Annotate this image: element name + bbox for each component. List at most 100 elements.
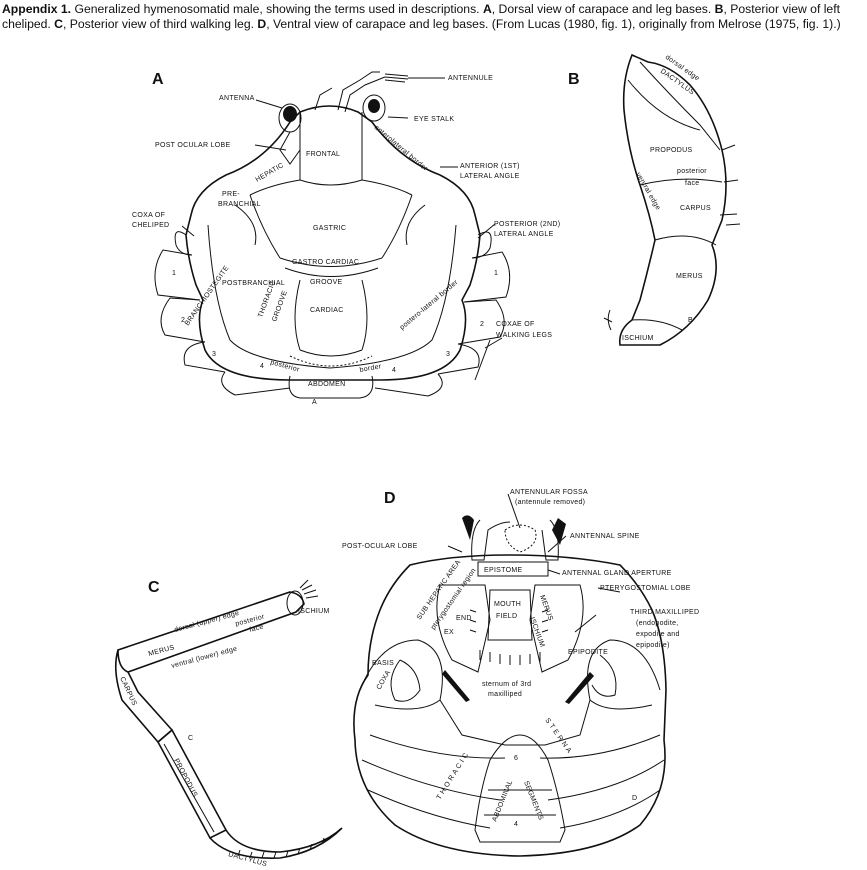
- left-antenna-icon: [462, 515, 474, 540]
- caption-text-1: Generalized hymenosomatid male, showing …: [71, 2, 483, 16]
- label-posterior-wall: posterior: [269, 359, 300, 374]
- figure-b-tag: B: [688, 317, 693, 324]
- label-coxae-of: COXAE OF: [496, 321, 535, 328]
- cheliped-coxa: [174, 231, 193, 256]
- label-d-pterygostomial-lobe: PTERYGOSTOMIAL LOBE: [600, 585, 691, 592]
- label-d-antennal-gland: ANTENNAL GLAND APERTURE: [562, 570, 672, 577]
- label-d-field: FIELD: [496, 613, 517, 620]
- label-d-basis: BASIS: [372, 660, 394, 667]
- label-d-expodite: expodite and: [636, 631, 680, 638]
- figure-a-tag: A: [312, 399, 317, 406]
- label-d-mouth: MOUTH: [494, 601, 521, 608]
- label-d-merus: MERUS: [538, 594, 554, 622]
- label-d-endopodite: (endopodite,: [636, 620, 679, 627]
- label-d-coxa: COXA: [376, 669, 393, 691]
- label-d-antennal-spine: ANNTENNAL SPINE: [570, 533, 640, 540]
- label-pre: PRE-: [222, 191, 240, 198]
- label-postero-lateral-border: postero-lateral border: [399, 279, 460, 332]
- label-c-ischium: ISCHIUM: [298, 608, 330, 615]
- label-antenna: ANTENNA: [219, 95, 255, 102]
- label-c-face: face: [249, 623, 265, 633]
- label-coxa-3-left: 3: [212, 351, 216, 358]
- caption-text-4: , Posterior view of third walking leg.: [62, 17, 258, 31]
- label-anterolateral-border: anterolateral border: [373, 124, 429, 173]
- label-d-segment-6: 6: [514, 755, 518, 762]
- label-d-third-maxilliped: THIRD MAXILLIPED: [630, 609, 699, 616]
- figure-c-tag: C: [188, 735, 193, 742]
- label-groove: GROOVE: [310, 279, 343, 286]
- merus-outline: [117, 591, 305, 673]
- label-coxa-1-left: 1: [172, 270, 176, 277]
- label-c-ventral-edge: ventral (lower) edge: [171, 646, 238, 670]
- carapace-outline: [185, 105, 481, 381]
- epistome-box: [477, 561, 549, 577]
- label-coxa-1-right: 1: [494, 270, 498, 277]
- label-d-maxilliped: maxilliped: [488, 691, 522, 698]
- panel-label-a: A: [152, 71, 164, 88]
- label-d-epistome: EPISTOME: [484, 567, 522, 574]
- figure-caption: Appendix 1. Generalized hymenosomatid ma…: [2, 2, 864, 32]
- label-b-merus: MERUS: [676, 273, 703, 280]
- label-d-abdominal: ABDOMINAL: [491, 779, 514, 822]
- label-coxa-2-right: 2: [480, 321, 484, 328]
- label-d-epipodite-paren: epipodite): [636, 642, 670, 649]
- label-b-face: face: [685, 180, 699, 187]
- label-d-epipodite: EPIPODITE: [568, 649, 608, 656]
- panel-label-b: B: [568, 71, 580, 88]
- label-coxa-4-right: 4: [392, 367, 396, 374]
- panel-label-c: C: [148, 579, 160, 596]
- label-d-ex: EX: [444, 629, 454, 636]
- abdomen-outline: [288, 375, 374, 399]
- panel-label-d: D: [384, 490, 396, 507]
- label-d-end: END: [456, 615, 472, 622]
- label-hepatic: HEPATIC: [255, 162, 286, 184]
- label-d-sternum: sternum of 3rd: [482, 681, 531, 688]
- figure-d-ventral-carapace: D ANTENNULAR FOSSA (antennule removed) A…: [342, 489, 699, 857]
- label-d-sterna: S T E R N A: [543, 717, 572, 754]
- label-eye-stalk: EYE STALK: [414, 116, 454, 123]
- label-b-propodus: PROPODUS: [650, 147, 692, 154]
- caption-text-3: , Posterior view of left cheliped.: [2, 2, 840, 31]
- label-d-post-ocular-lobe: POST-OCULAR LOBE: [342, 543, 418, 550]
- label-gastric: GASTRIC: [313, 225, 346, 232]
- label-lateral-angle-1: LATERAL ANGLE: [460, 173, 520, 180]
- label-b-ischium: ISCHIUM: [622, 335, 654, 342]
- label-lateral-angle-2: LATERAL ANGLE: [494, 231, 554, 238]
- figure-a-dorsal-carapace: A: [132, 71, 560, 406]
- label-posterior-2nd: POSTERIOR (2ND): [494, 221, 560, 228]
- cheliped-outline: [618, 53, 727, 346]
- label-gastro-cardiac: GASTRO CARDIAC: [292, 259, 359, 266]
- ventral-outline: [353, 554, 667, 857]
- left-eye-icon: [283, 106, 297, 122]
- figure-b-cheliped: B dorsal edge DACTYLUS PROPODUS posterio…: [568, 53, 741, 346]
- right-antenna-icon: [552, 518, 566, 545]
- label-coxa-4-left: 4: [260, 363, 264, 370]
- label-d-segment-4: 4: [514, 821, 518, 828]
- label-d-antennular-fossa: ANTENNULAR FOSSA: [510, 489, 588, 496]
- label-postbranchial: POSTBRANCHIAL: [222, 280, 285, 287]
- label-d-ischium: ISCHIUM: [528, 616, 545, 648]
- label-frontal: FRONTAL: [306, 151, 340, 158]
- label-coxa-2-left: 2: [181, 317, 185, 324]
- label-antennule: ANTENNULE: [448, 75, 493, 82]
- right-eye-icon: [368, 99, 380, 113]
- right-eye-stalk: [362, 94, 386, 122]
- figure-c-walking-leg: C ISCHIUM dorsal (upper) edge posterior …: [114, 579, 343, 868]
- caption-text-2: , Dorsal view of carapace and leg bases.: [491, 2, 715, 16]
- label-abdomen: ABDOMEN: [308, 381, 346, 388]
- label-c-carpus: CARPUS: [118, 676, 137, 707]
- label-coxa-of: COXA OF: [132, 212, 165, 219]
- label-border-wall: border: [359, 363, 382, 374]
- label-coxa-3-right: 3: [446, 351, 450, 358]
- label-anterior-1st: ANTERIOR (1ST): [460, 163, 520, 170]
- label-post-ocular-lobe: POST OCULAR LOBE: [155, 142, 231, 149]
- caption-ref-c: C: [54, 17, 63, 31]
- label-c-dorsal-edge: dorsal (upper) edge: [174, 610, 240, 634]
- label-walking-legs: WALKING LEGS: [496, 332, 552, 339]
- label-c-dactylus: DACTYLUS: [227, 851, 267, 868]
- label-b-posterior: posterior: [677, 168, 707, 175]
- caption-lead: Appendix 1.: [2, 2, 72, 16]
- label-branchiostegite: BRANCHIOSTEGITE: [184, 265, 231, 328]
- label-cardiac: CARDIAC: [310, 307, 344, 314]
